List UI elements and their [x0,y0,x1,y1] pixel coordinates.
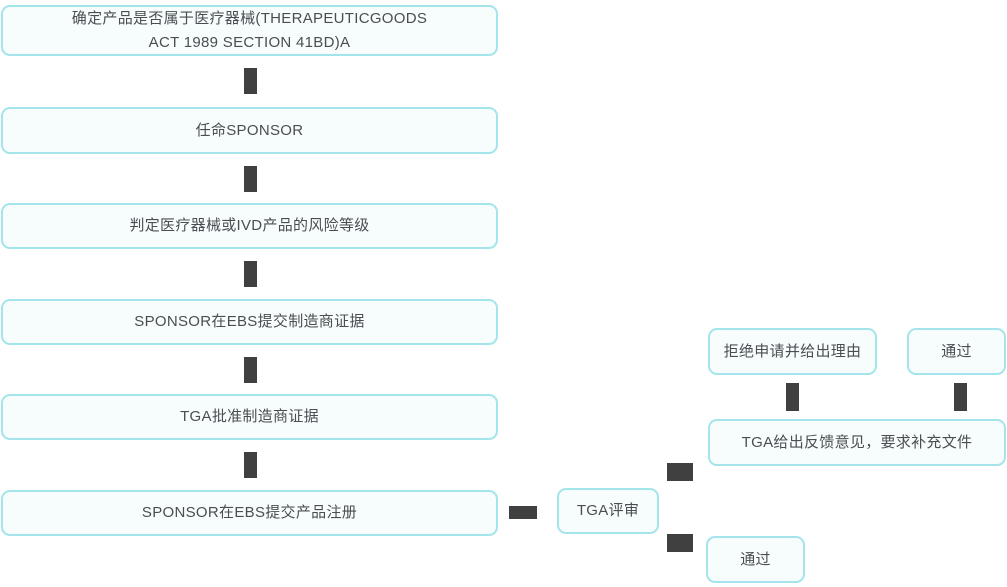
connector-step1-step2 [244,68,257,94]
flow-step-reject-with-reason: 拒绝申请并给出理由 [708,328,877,375]
connector-step6-review [509,506,537,519]
connector-step4-step5 [244,357,257,383]
connector-review-pass [667,534,693,552]
flow-step-submit-product-registration: SPONSOR在EBS提交产品注册 [1,490,498,536]
connector-step5-step6 [244,452,257,478]
connector-feedback-reject [786,383,799,411]
connector-review-feedback [667,463,693,481]
flow-step-tga-approve-evidence: TGA批准制造商证据 [1,394,498,440]
flow-step-pass: 通过 [706,536,805,583]
flow-step-determine-risk-class: 判定医疗器械或IVD产品的风险等级 [1,203,498,249]
flow-step-tga-review: TGA评审 [557,488,659,534]
flow-step-tga-feedback-supplement: TGA给出反馈意见，要求补充文件 [708,419,1006,466]
connector-step3-step4 [244,261,257,287]
connector-step2-step3 [244,166,257,192]
connector-feedback-pass [954,383,967,411]
flow-step-pass-after-feedback: 通过 [907,328,1006,375]
flow-step-submit-manufacturer-evidence: SPONSOR在EBS提交制造商证据 [1,299,498,345]
flow-step-appoint-sponsor: 任命SPONSOR [1,107,498,154]
flow-step-determine-medical-device: 确定产品是否属于医疗器械(THERAPEUTICGOODS ACT 1989 S… [1,5,498,56]
